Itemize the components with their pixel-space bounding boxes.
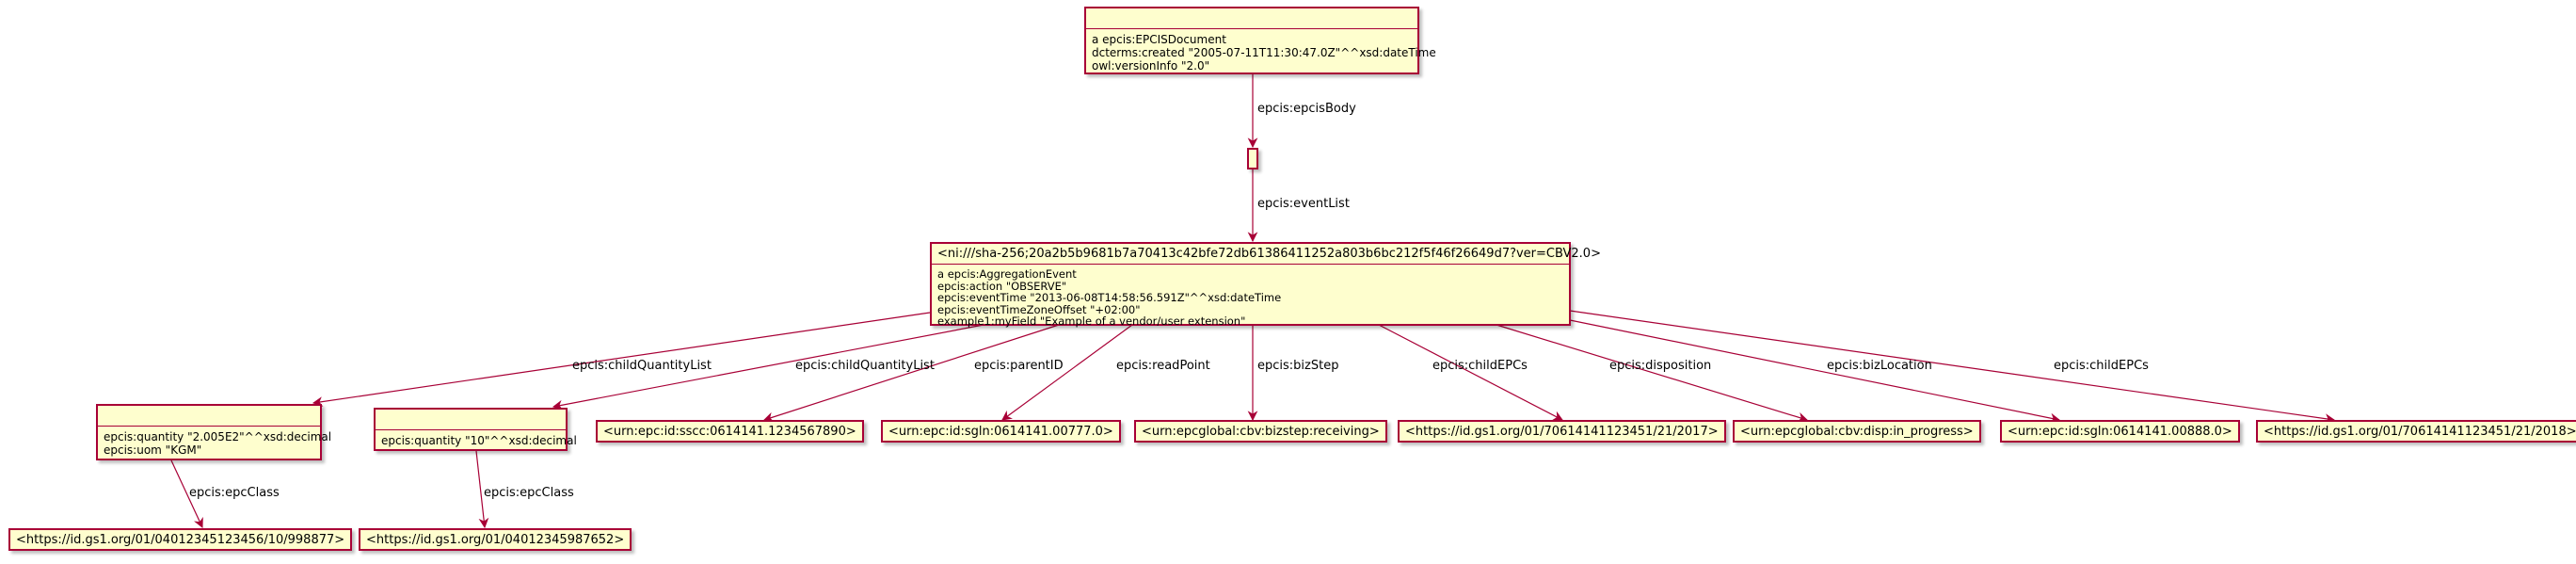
epc-class-2-node: <https://id.gs1.org/01/04012345987652> <box>359 528 632 551</box>
edge-label-child-epcs-2: epcis:childEPCs <box>2054 359 2149 373</box>
edge-label-biz-step: epcis:bizStep <box>1257 359 1339 373</box>
child-epc-1-node: <https://id.gs1.org/01/70614141123451/21… <box>1398 420 1726 443</box>
epcis-document-node-header <box>1086 8 1417 29</box>
edge-label-epcis-body: epcis:epcisBody <box>1257 102 1356 116</box>
disposition-node: <urn:epcglobal:cbv:disp:in_progress> <box>1733 420 1981 443</box>
edge-epc-class-1 <box>170 459 203 528</box>
event-timezone-line: epcis:eventTimeZoneOffset "+02:00" <box>937 302 1141 316</box>
edge-child-epcs-2 <box>1569 310 2336 424</box>
document-type-line: a epcis:EPCISDocument <box>1092 33 1226 46</box>
edge-biz-location <box>1569 319 2061 424</box>
quantity-element-node-2-header <box>376 410 566 430</box>
edge-child-epcs-1 <box>1378 324 1563 421</box>
edge-label-child-epcs-1: epcis:childEPCs <box>1432 359 1528 373</box>
aggregation-event-node: <ni:///sha-256;20a2b5b9681b7a70413c42bfe… <box>930 242 1601 328</box>
edge-label-child-quantity-list-1: epcis:childQuantityList <box>572 359 712 373</box>
edge-child-quantity-list-1 <box>312 312 931 407</box>
epcis-body-blank-node <box>1247 148 1258 169</box>
read-point-node: <urn:epc:id:sgln:0614141.00777.0> <box>881 420 1121 443</box>
child-epc-2-node: <https://id.gs1.org/01/70614141123451/21… <box>2256 420 2576 443</box>
quantity-2-value-line: epcis:quantity "10"^^xsd:decimal <box>381 434 577 447</box>
quantity-1-value-line: epcis:quantity "2.005E2"^^xsd:decimal <box>104 430 332 443</box>
biz-location-node: <urn:epc:id:sgln:0614141.00888.0> <box>2000 420 2240 443</box>
event-type-line: a epcis:AggregationEvent <box>937 267 1077 281</box>
edge-label-read-point: epcis:readPoint <box>1116 359 1210 373</box>
edge-child-quantity-list-2 <box>552 324 984 411</box>
edge-label-epc-class-1: epcis:epcClass <box>189 486 280 500</box>
biz-step-node: <urn:epcglobal:cbv:bizstep:receiving> <box>1134 420 1387 443</box>
document-created-line: dcterms:created "2005-07-11T11:30:47.0Z"… <box>1092 46 1436 59</box>
parent-id-node: <urn:epc:id:sscc:0614141.1234567890> <box>596 420 864 443</box>
epcis-document-node: a epcis:EPCISDocument dcterms:created "2… <box>1084 7 1436 74</box>
document-version-line: owl:versionInfo "2.0" <box>1092 59 1210 73</box>
event-time-line: epcis:eventTime "2013-06-08T14:58:56.591… <box>937 291 1282 304</box>
quantity-1-uom-line: epcis:uom "KGM" <box>104 443 202 457</box>
edge-read-point <box>1001 324 1133 421</box>
edge-label-parent-id: epcis:parentID <box>974 359 1064 373</box>
edge-label-event-list: epcis:eventList <box>1257 197 1350 211</box>
edge-label-disposition: epcis:disposition <box>1609 359 1712 373</box>
edge-label-child-quantity-list-2: epcis:childQuantityList <box>795 359 935 373</box>
edge-parent-id <box>762 324 1060 423</box>
quantity-element-node-2: epcis:quantity "10"^^xsd:decimal <box>374 408 577 451</box>
edge-label-biz-location: epcis:bizLocation <box>1827 359 1932 373</box>
event-custom-field-line: example1:myField "Example of a vendor/us… <box>937 314 1246 328</box>
event-node-header: <ni:///sha-256;20a2b5b9681b7a70413c42bfe… <box>932 244 1601 265</box>
epc-class-1-node: <https://id.gs1.org/01/04012345123456/10… <box>8 528 353 551</box>
event-action-line: epcis:action "OBSERVE" <box>937 279 1067 293</box>
quantity-element-node-1-header <box>98 406 320 427</box>
edge-label-epc-class-2: epcis:epcClass <box>484 486 574 500</box>
quantity-element-node-1: epcis:quantity "2.005E2"^^xsd:decimal ep… <box>96 404 332 460</box>
edge-epc-class-2 <box>475 450 489 529</box>
edge-disposition <box>1496 324 1809 423</box>
